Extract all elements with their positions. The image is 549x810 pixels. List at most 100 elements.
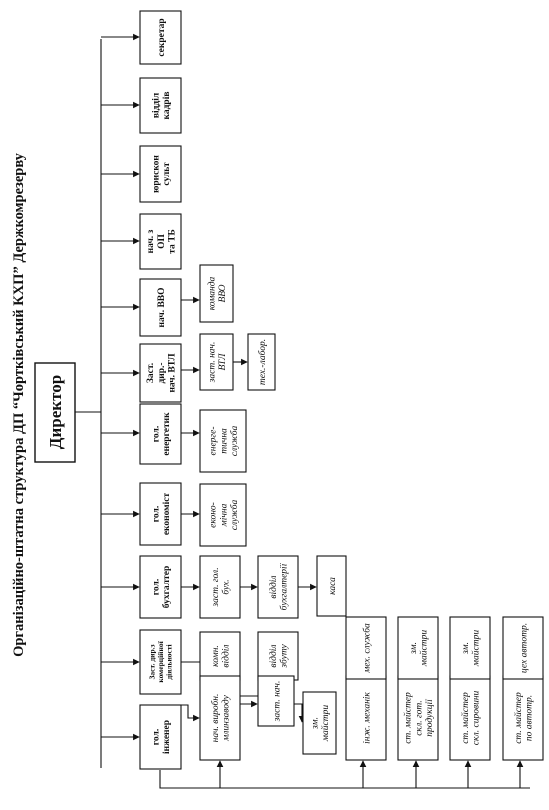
unit-label-line: відділ [221,644,232,667]
unit-st-maister-syrov: ст. майстерскл. сировини [449,675,491,761]
unit-label-line: кадрів [161,92,172,120]
unit-label-line: комерційної [156,640,165,682]
unit-box-st-maister-hot [397,675,439,761]
unit-mekh-sluzhba: мех. служба [345,616,387,680]
unit-label-line: заст. нач. [208,342,218,384]
unit-hol-bukhhalter: гол.бухгалтер [139,555,182,619]
unit-zast-nach-vtl: заст. нач.ВТЛ [199,333,234,391]
unit-label-line: майстри [320,705,331,742]
unit-box-nach-op-tb [139,213,182,270]
unit-label-komn-viddil: комн.відділ [211,644,232,667]
director-label: Директор [46,375,65,449]
unit-label-line: економіст [161,492,172,535]
unit-nach-op-tb: нач. зОПта ТБ [139,213,182,270]
unit-label-st-maister-syrov: ст. майстерскл. сировини [460,690,482,745]
unit-label-line: служба [229,500,240,531]
unit-viddil-kadriv: відділкадрів [139,77,182,134]
unit-label-line: енергетик [162,412,172,456]
unit-label-line: Заст. дир.з [148,644,157,679]
unit-box-viddil-kadriv [139,77,182,134]
unit-label-line: відділ [151,92,162,118]
unit-label-line: продукції [424,698,435,737]
unit-zast-hol-bukh: заст. гол.бух. [199,555,241,619]
unit-box-kasa [316,555,347,617]
unit-komanda-vvo: командаВВО [199,264,234,323]
unit-st-maister-hot: ст. майстерскл. гот.продукції [397,675,439,761]
chart-title: Організаційно-штатна структура ДП “Чортк… [11,152,27,657]
unit-label-line: мічна [219,503,229,527]
unit-label-line: зм. [409,642,419,655]
unit-box-hol-inzhener [139,704,182,770]
unit-label-mekh-sluzhba: мех. служба [361,623,372,674]
unit-label-line: нач. з [146,229,156,253]
unit-label-zm-maistry-2: зм.майстри [409,630,430,667]
director-box [34,362,76,463]
unit-inzh-mekhanik: інж. механік [345,675,387,761]
unit-label-line: ст. майстер [513,692,524,744]
unit-label-line: діяльності [165,644,174,679]
connectors [75,39,102,768]
unit-label-line: цех автотр. [519,623,529,673]
unit-box-zm-maistry-1 [302,691,337,755]
unit-zast-nach: заст. нач. [257,675,295,727]
unit-box-zast-nach [257,675,295,727]
unit-label-line: та ТБ [168,229,178,254]
unit-box-st-maister-avtotr [502,675,544,761]
unit-hol-enerhetyk: гол.енергетик [139,403,182,465]
unit-label-ekonom-sluzhba: еконо-мічнаслужба [209,500,240,531]
unit-hol-inzhener: гол.інженер [139,704,182,770]
unit-nach-vvo: нач. ВВО [139,278,182,337]
unit-label-zast-hol-bukh: заст. гол.бух. [211,567,232,607]
unit-label-line: відділ [268,575,279,598]
unit-box-hol-bukhhalter [139,555,182,619]
unit-label-hol-inzhener: гол.інженер [152,720,173,754]
unit-st-maister-avtotr: ст. майстерпо автотр. [502,675,544,761]
unit-zm-maistry-2: зм.майстри [397,616,439,680]
unit-label-inzh-mekhanik: інж. механік [362,692,372,744]
unit-label-nach-vyrobn: нач. виробн.млинзаводу [210,694,232,743]
unit-label-line: млинзаводу [221,694,232,741]
unit-label-line: зм. [461,642,471,655]
unit-label-line: юрискон [152,155,162,193]
unit-label-line: зм. [311,717,321,730]
unit-tekh-labor: тех.-лабор. [247,333,276,391]
unit-box-sekretar [139,10,182,65]
unit-sekretar: секретар [139,10,182,65]
unit-label-hol-bukhhalter: гол.бухгалтер [152,566,173,609]
unit-label-nach-vvo: нач. ВВО [157,287,167,327]
unit-ekonom-sluzhba: еконо-мічнаслужба [199,483,247,547]
unit-label-line: гол. [152,426,162,442]
unit-tsekh-avtotr: цех автотр. [502,616,544,680]
unit-label-line: Заст. [146,363,156,383]
unit-label-komanda-vvo: командаВВО [207,276,229,310]
unit-label-line: комн. [211,645,221,667]
unit-box-viddil-bukhhalterii [257,555,299,619]
unit-label-line: майстри [471,630,482,667]
unit-nach-vyrobn: нач. виробн.млинзаводу [199,675,241,761]
unit-box-enerh-sluzhba [199,409,247,473]
unit-box-nach-vvo [139,278,182,337]
unit-label-line: скл. гот. [414,700,424,736]
unit-label-line: гол. [152,579,162,595]
unit-box-hol-enerhetyk [139,403,182,465]
unit-box-zast-dyr-komerts [139,629,182,695]
unit-label-line: секретар [157,18,167,56]
unit-label-line: гол. [152,506,162,522]
unit-box-viddil-zbutu [257,631,299,681]
unit-label-hol-enerhetyk: гол.енергетик [152,412,173,456]
unit-zm-maistry-1: зм.майстри [302,691,337,755]
unit-label-line: ст. майстер [403,692,414,744]
unit-label-line: бух. [221,579,232,594]
unit-label-tekh-labor: тех.-лабор. [257,339,268,385]
unit-box-tsekh-avtotr [502,616,544,680]
unit-label-viddil-kadriv: відділкадрів [151,92,173,120]
unit-label-line: бухгалтерії [279,562,290,610]
unit-box-zm-maistry-3 [449,616,491,680]
unit-label-line: відділ [268,644,279,667]
unit-label-zm-maistry-3: зм.майстри [461,630,482,667]
unit-label-st-maister-avtotr: ст. майстерпо автотр. [513,692,535,744]
unit-label-line: нач. ВТЛ [168,353,178,392]
unit-label-line: заст. гол. [211,567,221,607]
unit-viddil-zbutu: відділзбуту [257,631,299,681]
unit-enerh-sluzhba: енерге-тичнаслужба [199,409,247,473]
